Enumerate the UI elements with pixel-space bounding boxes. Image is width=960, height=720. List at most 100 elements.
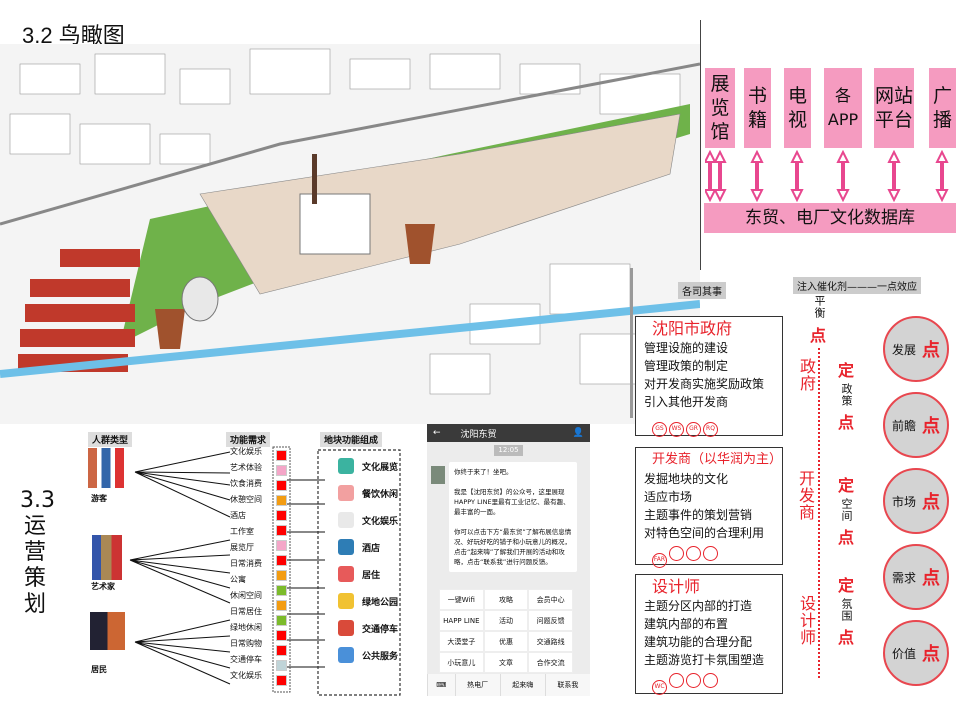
need-item: 日常购物 bbox=[230, 639, 262, 648]
menu-item[interactable]: 文章 bbox=[483, 652, 529, 673]
effect-point: 点 bbox=[922, 568, 940, 589]
menu-item[interactable]: 一键Wifi bbox=[439, 589, 484, 610]
need-color-square bbox=[276, 450, 287, 461]
role-duty: 主题分区内部的打造 bbox=[644, 599, 753, 613]
keyboard-icon[interactable]: ⌨ bbox=[427, 674, 455, 696]
indicator-badge: GR bbox=[686, 422, 701, 437]
role-duty: 对开发商实施奖励政策 bbox=[644, 377, 765, 391]
function-icon bbox=[338, 593, 354, 609]
fix-label: 定 bbox=[837, 576, 854, 595]
function-item: 文化娱乐 bbox=[338, 511, 398, 529]
effect-label: 发展 bbox=[891, 342, 916, 357]
need-item: 休憩空间 bbox=[230, 495, 262, 504]
menu-item[interactable]: 会员中心 bbox=[528, 589, 573, 610]
effect-point: 点 bbox=[922, 340, 940, 361]
menu-item[interactable]: 交通路线 bbox=[528, 631, 573, 652]
menu-item[interactable]: HAPP LINE bbox=[439, 610, 484, 631]
fix-point: 点 bbox=[837, 528, 854, 547]
fix-point: 点 bbox=[837, 628, 854, 647]
menu-item[interactable]: 大漠堂子 bbox=[439, 631, 484, 652]
divider bbox=[630, 268, 633, 418]
effect-label: 前瞻 bbox=[891, 418, 916, 433]
function-icon bbox=[338, 647, 354, 663]
function-item: 公共服务 bbox=[338, 646, 398, 664]
need-color-column bbox=[276, 450, 287, 686]
tab-get-up[interactable]: 起来嗨 bbox=[499, 674, 545, 696]
media-radio: 广播 bbox=[929, 68, 956, 148]
function-icon bbox=[338, 566, 354, 582]
menu-item[interactable]: 小玩意儿 bbox=[439, 652, 484, 673]
section-title-operation: 3.3 运营策划 bbox=[20, 488, 55, 617]
need-item: 文化娱乐 bbox=[230, 671, 262, 680]
menu-item[interactable]: 优惠 bbox=[483, 631, 529, 652]
fix-column: 定政策点 bbox=[836, 357, 856, 433]
fix-label: 定 bbox=[837, 476, 854, 495]
role-title: 设计师 bbox=[652, 577, 701, 596]
actor-designer: 设计师 bbox=[797, 595, 816, 646]
need-color-square bbox=[276, 555, 287, 566]
role-duty: 管理政策的制定 bbox=[644, 359, 729, 373]
function-item: 交通停车 bbox=[338, 619, 398, 637]
need-color-square bbox=[276, 465, 287, 476]
resident-figures bbox=[90, 612, 125, 650]
media-app: 各APP bbox=[824, 68, 862, 148]
effect-circle: 发展点 bbox=[883, 316, 949, 382]
indicator-badge: WC bbox=[652, 680, 667, 695]
fix-item: 政策 bbox=[840, 383, 853, 407]
effect-circle: 前瞻点 bbox=[883, 392, 949, 458]
back-arrow-icon[interactable]: ← bbox=[433, 428, 441, 438]
chat-msg: 你终于来了！坐吧。 bbox=[454, 468, 513, 476]
need-item: 展览厅 bbox=[230, 543, 254, 552]
indicator-badge bbox=[703, 673, 718, 688]
tourist-figures bbox=[88, 448, 133, 488]
crowd-resident: 居民 bbox=[91, 665, 107, 674]
function-item: 餐饮休闲 bbox=[338, 484, 398, 502]
aerial-view-image bbox=[0, 44, 700, 424]
role-duty: 引入其他开发商 bbox=[644, 395, 729, 409]
indicator-badge bbox=[686, 673, 701, 688]
chat-bubble: 你终于来了！坐吧。 我是【沈阳东贸】的公众号，这里展现HAPPY LINE里最有… bbox=[449, 462, 577, 572]
chat-msg: 你可以点击下方“最东贸”了解布展信息情况、好玩好吃的铺子和小玩意儿的概况，点击“… bbox=[454, 528, 572, 566]
effect-label: 需求 bbox=[891, 570, 916, 585]
function-icon bbox=[338, 512, 354, 528]
needs-list: 文化娱乐 艺术体验 饮食消费 休憩空间 酒店 工作室 展览厅 日常消费 公寓 休… bbox=[230, 444, 262, 684]
effect-label: 价值 bbox=[891, 646, 916, 661]
need-color-square bbox=[276, 600, 287, 611]
need-color-square bbox=[276, 675, 287, 686]
function-item: 酒店 bbox=[338, 538, 398, 556]
indicator-badge: FAR bbox=[652, 553, 667, 568]
role-title: 沈阳市政府 bbox=[652, 319, 733, 338]
tab-power-plant[interactable]: 热电厂 bbox=[454, 674, 500, 696]
need-color-square bbox=[276, 510, 287, 521]
menu-item[interactable]: 问题反馈 bbox=[528, 610, 573, 631]
phone-header: ←沈阳东贸👤 bbox=[427, 424, 590, 442]
effect-point: 点 bbox=[922, 644, 940, 665]
function-item: 文化展览 bbox=[338, 457, 398, 475]
need-color-square bbox=[276, 645, 287, 656]
menu-item[interactable]: 活动 bbox=[483, 610, 529, 631]
effect-label: 市场 bbox=[891, 494, 916, 509]
need-color-square bbox=[276, 630, 287, 641]
fix-item: 空间 bbox=[840, 498, 853, 522]
role-duty: 发掘地块的文化 bbox=[644, 472, 729, 486]
need-color-square bbox=[276, 525, 287, 536]
wechat-phone-mockup: ←沈阳东贸👤 12:05 你终于来了！坐吧。 我是【沈阳东贸】的公众号，这里展现… bbox=[427, 424, 590, 696]
fix-column: 定空间点 bbox=[836, 472, 856, 548]
menu-item[interactable]: 合作交流 bbox=[528, 652, 573, 673]
tab-contact[interactable]: 联系我 bbox=[544, 674, 590, 696]
need-item: 艺术体验 bbox=[230, 463, 262, 472]
need-item: 公寓 bbox=[230, 575, 246, 584]
user-icon[interactable]: 👤 bbox=[572, 428, 584, 438]
role-duty: 对特色空间的合理利用 bbox=[644, 526, 765, 540]
menu-item[interactable]: 攻略 bbox=[483, 589, 529, 610]
function-icon bbox=[338, 485, 354, 501]
divider bbox=[700, 20, 701, 270]
fix-label: 定 bbox=[837, 361, 854, 380]
actor-dev: 开发商 bbox=[796, 470, 815, 521]
effect-circle: 价值点 bbox=[883, 620, 949, 686]
fix-point: 点 bbox=[837, 413, 854, 432]
effect-point: 点 bbox=[922, 492, 940, 513]
function-label: 绿地公园 bbox=[362, 597, 399, 608]
function-label: 酒店 bbox=[362, 543, 381, 554]
